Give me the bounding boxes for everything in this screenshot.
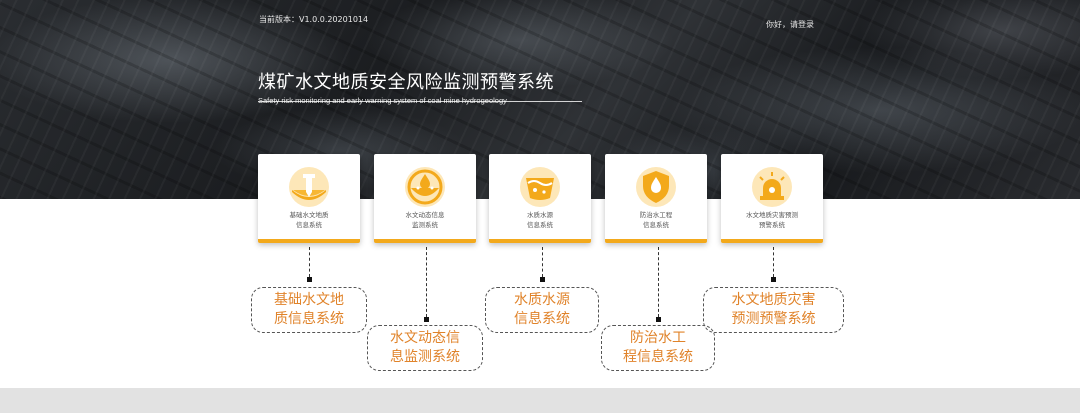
water-basin-icon	[520, 167, 560, 207]
callout-water-quality: 水质水源信息系统	[485, 287, 599, 333]
module-label: 水文动态信息监测系统	[405, 211, 445, 229]
version-label: 当前版本：V1.0.0.20201014	[259, 15, 369, 24]
connector-line	[309, 247, 310, 277]
callout-dynamic-monitoring: 水文动态信息监测系统	[367, 325, 483, 371]
connector-dot	[424, 317, 429, 322]
callout-water-control-engineering: 防治水工程信息系统	[601, 325, 715, 371]
module-label: 防治水工程信息系统	[639, 211, 673, 229]
module-card-dynamic-monitoring[interactable]: 水文动态信息监测系统	[374, 154, 476, 243]
module-label: 水文地质灾害预测预警系统	[746, 211, 798, 229]
hero-banner	[0, 0, 1080, 199]
module-card-water-control-engineering[interactable]: 防治水工程信息系统	[605, 154, 707, 243]
module-label: 水质水源信息系统	[527, 211, 553, 229]
connector-line	[773, 247, 774, 277]
module-card-disaster-warning[interactable]: 水文地质灾害预测预警系统	[721, 154, 823, 243]
shield-drop-icon	[636, 167, 676, 207]
alarm-siren-icon	[752, 167, 792, 207]
connector-line	[426, 247, 427, 317]
title-divider	[258, 101, 582, 102]
connector-line	[542, 247, 543, 277]
connector-dot	[307, 277, 312, 282]
connector-dot	[540, 277, 545, 282]
system-title-block: 煤矿水文地质安全风险监测预警系统 Safety risk monitoring …	[258, 68, 554, 105]
connector-dot	[656, 317, 661, 322]
footer-bar	[0, 388, 1080, 413]
module-card-basic-hydrogeology[interactable]: 基础水文地质信息系统	[258, 154, 360, 243]
module-card-water-quality[interactable]: 水质水源信息系统	[489, 154, 591, 243]
login-link[interactable]: 你好，请登录	[766, 20, 814, 29]
system-subtitle: Safety risk monitoring and early warning…	[258, 96, 554, 105]
water-drop-bowl-icon	[405, 167, 445, 207]
connector-dot	[771, 277, 776, 282]
callout-basic-hydrogeology: 基础水文地质信息系统	[251, 287, 367, 333]
callout-disaster-warning: 水文地质灾害预测预警系统	[703, 287, 844, 333]
module-label: 基础水文地质信息系统	[289, 211, 329, 229]
system-title: 煤矿水文地质安全风险监测预警系统	[258, 72, 554, 93]
drill-icon	[289, 167, 329, 207]
connector-line	[658, 247, 659, 317]
